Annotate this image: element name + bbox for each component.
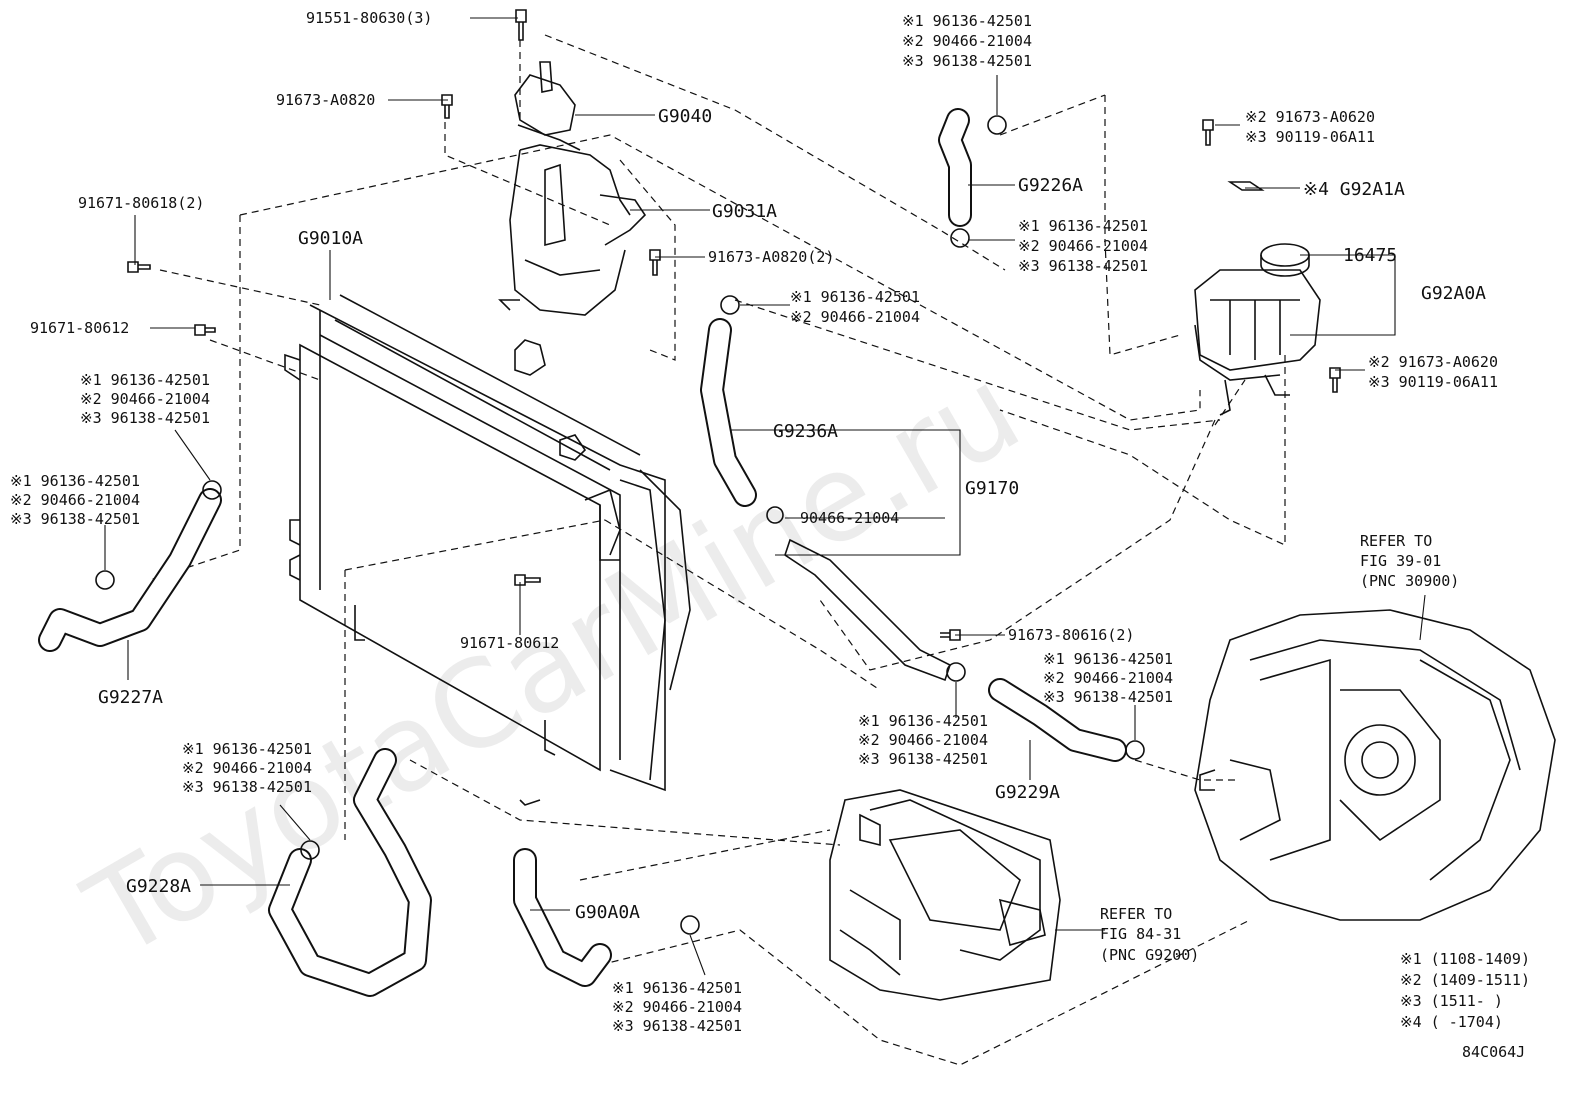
clamp-left-upper-2: ※2 90466-21004 [80,390,210,408]
clamp-g9229a-right-2: ※2 90466-21004 [1043,669,1173,687]
label-16475: 16475 [1343,245,1397,266]
clamp-g9229a-left-2: ※2 90466-21004 [858,731,988,749]
ref-inverter-3: (PNC G9200) [1100,946,1199,964]
radiator-drawing [284,294,691,806]
label-bolt-left-mid: 91671-80612 [30,319,129,337]
clamp-lowtop-1: ※1 96136-42501 [1018,217,1148,235]
clamp-left-lower-2: ※2 90466-21004 [10,491,140,509]
label-g9010a: G9010A [298,228,363,249]
transaxle-drawing [1194,609,1556,921]
clamp-top-3: ※3 96138-42501 [902,52,1032,70]
label-g9228a: G9228A [126,876,191,897]
label-g92a1a: ※4 G92A1A [1303,179,1405,200]
legend-item-4: ※4 ( -1704) [1400,1013,1503,1031]
label-g9227a: G9227A [98,687,163,708]
clamp-lowtop-3: ※3 96138-42501 [1018,257,1148,275]
clamp-g9229a-right-1: ※1 96136-42501 [1043,650,1173,668]
fasteners [95,9,1341,935]
reservoir-tank-drawing [1194,181,1321,416]
label-bolt-pipe: 91673-80616(2) [1008,626,1134,644]
inverter-drawing [829,789,1061,1001]
label-bolt-left-top: 91671-80618(2) [78,194,204,212]
hoses [38,108,1127,997]
label-bolt-bracket: 91673-A0820(2) [708,248,834,266]
ref-inverter-1: REFER TO [1100,905,1172,923]
reference-labels: REFER TO FIG 39-01 (PNC 30900) REFER TO … [1100,532,1459,964]
label-bolt-tank-top-2: ※2 91673-A0620 [1245,108,1375,126]
diagram-id: 84C064J [1462,1043,1525,1061]
clamp-left-lower-3: ※3 96138-42501 [10,510,140,528]
legend-item-3: ※3 (1511- ) [1400,992,1503,1010]
label-g92a0a: G92A0A [1421,283,1486,304]
part-labels: 91551-80630(3) 91673-A0820 G9040 G9031A … [30,9,1498,923]
clamp-g9229a-right-3: ※3 96138-42501 [1043,688,1173,706]
legend: ※1 (1108-1409) ※2 (1409-1511) ※3 (1511- … [1400,950,1530,1031]
ref-inverter-2: FIG 84-31 [1100,925,1181,943]
clamp-g9229a-left-1: ※1 96136-42501 [858,712,988,730]
label-bolt-tank-low-3: ※3 90119-06A11 [1368,373,1498,391]
label-bolt-tank-top-3: ※3 90119-06A11 [1245,128,1375,146]
label-bolt-tank-low-2: ※2 91673-A0620 [1368,353,1498,371]
label-clamp-9170: 90466-21004 [800,509,899,527]
clamp-top-2: ※2 90466-21004 [902,32,1032,50]
label-g90a0a: G90A0A [575,902,640,923]
label-bolt-rad-low: 91671-80612 [460,634,559,652]
label-g9226a: G9226A [1018,175,1083,196]
clamp-top-1: ※1 96136-42501 [902,12,1032,30]
legend-item-1: ※1 (1108-1409) [1400,950,1530,968]
clamp-g90a0a-1: ※1 96136-42501 [612,979,742,997]
clamp-lowtop-2: ※2 90466-21004 [1018,237,1148,255]
label-g9040: G9040 [658,106,712,127]
label-bolt-top: 91551-80630(3) [306,9,432,27]
clamp-g9228a-3: ※3 96138-42501 [182,778,312,796]
clamp-left-upper-3: ※3 96138-42501 [80,409,210,427]
clamp-g9229a-left-3: ※3 96138-42501 [858,750,988,768]
label-g9229a: G9229A [995,782,1060,803]
clamp-left-upper-1: ※1 96136-42501 [80,371,210,389]
clamp-g90a0a-2: ※2 90466-21004 [612,998,742,1016]
label-bolt-pump: 91673-A0820 [276,91,375,109]
clamp-g9228a-2: ※2 90466-21004 [182,759,312,777]
legend-item-2: ※2 (1409-1511) [1400,971,1530,989]
clamp-g9228a-1: ※1 96136-42501 [182,740,312,758]
ref-transaxle-2: FIG 39-01 [1360,552,1441,570]
pump-and-bracket-drawing [498,61,647,316]
label-g9031a: G9031A [712,201,777,222]
clamp-g9236a-1: ※1 96136-42501 [790,288,920,306]
clamp-g9236a-2: ※2 90466-21004 [790,308,920,326]
label-g9236a: G9236A [773,421,838,442]
leader-lines [104,17,1426,976]
clamp-g90a0a-3: ※3 96138-42501 [612,1017,742,1035]
ref-transaxle-3: (PNC 30900) [1360,572,1459,590]
clamp-labels: ※1 96136-42501 ※2 90466-21004 ※3 96138-4… [10,12,1173,1035]
label-g9170: G9170 [965,478,1019,499]
clamp-left-lower-1: ※1 96136-42501 [10,472,140,490]
ref-transaxle-1: REFER TO [1360,532,1432,550]
